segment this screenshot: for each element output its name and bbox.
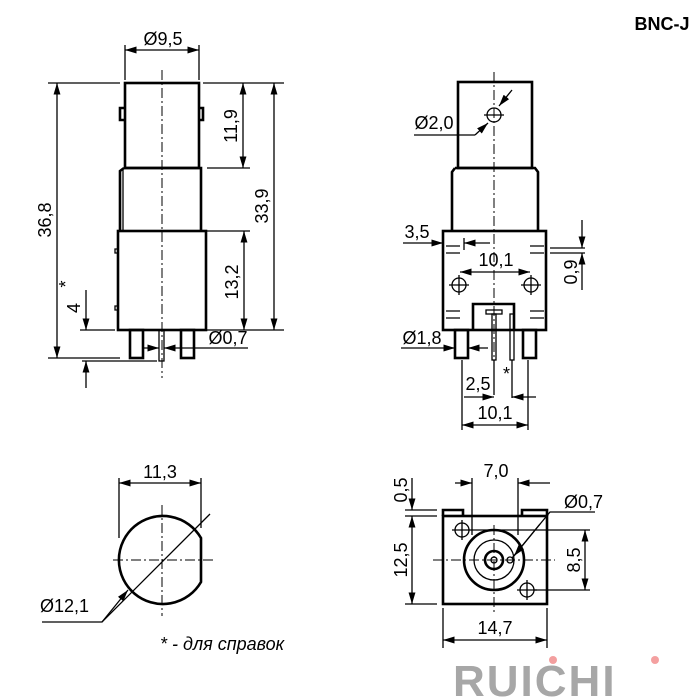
dim-leg-spacing: 10,1 <box>477 403 512 423</box>
ruichi-logo: RUICHI <box>453 656 659 700</box>
end-view: 11,3 Ø12,1 * - для справок <box>40 462 286 654</box>
dim-d-pin: Ø0,7 <box>564 492 603 512</box>
dim-slot: 0,9 <box>561 259 581 284</box>
dim-h-body: 33,9 <box>252 188 272 223</box>
dim-hole-v: 8,5 <box>564 547 584 572</box>
dim-hole-spacing: 10,1 <box>478 250 513 270</box>
side-view: Ø2,0 3,5 10,1 0,9 Ø1,8 2,5 * 10,1 <box>401 72 586 430</box>
dim-tab-gap: 7,0 <box>483 461 508 481</box>
footprint-view: 7,0 0,5 12,5 Ø0,7 8,5 14,7 <box>391 461 603 648</box>
dim-d-pin: Ø0,7 <box>208 328 247 348</box>
dim-d-top: Ø9,5 <box>143 29 182 49</box>
dim-tab-h: 0,5 <box>391 477 411 502</box>
pin-pitch-star: * <box>503 364 510 384</box>
dim-h-total: 36,8 <box>35 202 55 237</box>
model-title: BNC-J <box>634 14 689 34</box>
front-view: Ø9,5 36,8 11,9 13,2 33,9 4 * Ø0,7 <box>35 29 284 388</box>
dim-h-block: 13,2 <box>222 264 242 299</box>
pin-len-star: * <box>56 280 76 287</box>
dim-pin-len: 4 <box>64 303 84 313</box>
dim-width: 11,3 <box>143 462 177 482</box>
dim-pin-pitch: 2,5 <box>465 374 490 394</box>
dim-d-hole: Ø2,0 <box>414 113 453 133</box>
reference-note: * - для справок <box>160 634 286 654</box>
dim-offset: 3,5 <box>404 222 429 242</box>
dim-width: 14,7 <box>477 618 512 638</box>
dim-d-leg: Ø1,8 <box>402 328 441 348</box>
dim-height: 12,5 <box>391 542 411 577</box>
dim-diameter: Ø12,1 <box>40 596 89 616</box>
logo-text: RUICHI <box>453 657 617 700</box>
dim-h-head: 11,9 <box>221 109 241 143</box>
